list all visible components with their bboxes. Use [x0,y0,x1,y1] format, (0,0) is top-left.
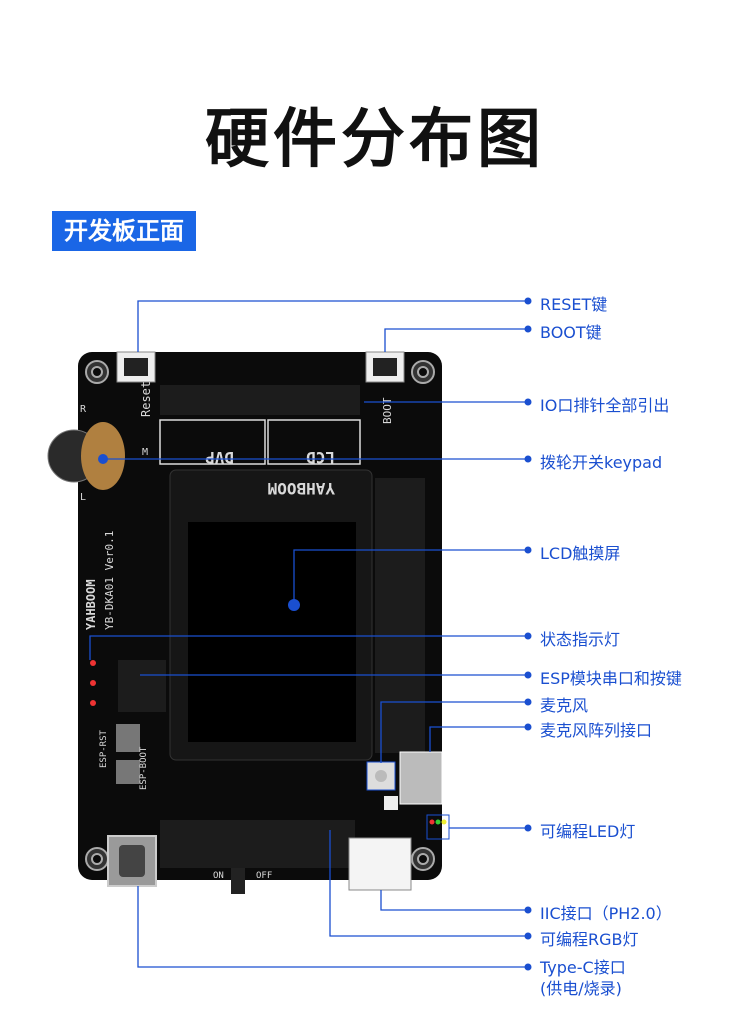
callout-dial-keypad: 拨轮开关keypad [540,453,663,472]
page-title: 硬件分布图 [205,103,545,177]
r-silk-text: R [80,404,87,415]
callout-microphone: 麦克风 [540,696,589,715]
on-silk-text: ON [213,871,224,881]
boot-silk-text: BOOT [381,397,394,424]
bottom-pin-header [160,820,355,868]
callout-programmable-led: 可编程LED灯 [540,822,636,841]
m-silk-text: M [142,447,148,458]
callout-lcd-touch: LCD触摸屏 [540,544,621,563]
dial-wheel-shape [47,422,125,490]
callout-type-c-sub: (供电/烧录) [540,979,622,998]
callout-leader-lines [89,300,528,968]
model-silk-text: YB-DKA01 Ver0.1 [103,531,116,630]
off-silk-text: OFF [256,871,272,881]
section-badge: 开发板正面 [52,211,196,251]
callout-status-led: 状态指示灯 [540,630,621,649]
reset-silk-text: Reset [139,381,153,417]
esp-rst-silk-text: ESP-RST [99,729,109,768]
callout-iic: IIC接口（PH2.0） [540,904,672,923]
callout-rgb: 可编程RGB灯 [540,930,639,949]
esp-boot-silk-text: ESP-BOOT [139,746,149,790]
callout-mic-array: 麦克风阵列接口 [540,721,653,740]
top-pin-header [160,385,360,415]
callout-dots [98,297,532,971]
mounting-holes [85,360,435,871]
dvp-silk-text: DVP [205,448,234,467]
right-pin-header [375,478,425,753]
l-silk-text: L [80,492,86,503]
lcd-screen [169,469,373,761]
lcd-silk-text: LCD [306,448,335,467]
callout-io-header: IO口排针全部引出 [540,396,670,415]
boot-button-shape [365,351,405,383]
logo-silk-text: YAHBOOM [268,479,335,498]
reset-button-shape [116,351,156,383]
callout-type-c: Type-C接口 [540,958,626,977]
callout-boot-key: BOOT键 [540,323,602,342]
callout-reset-key: RESET键 [540,295,608,314]
callout-esp-serial: ESP模块串口和按键 [540,669,682,688]
logo-side-silk-text: YAHBOOM [84,579,98,630]
